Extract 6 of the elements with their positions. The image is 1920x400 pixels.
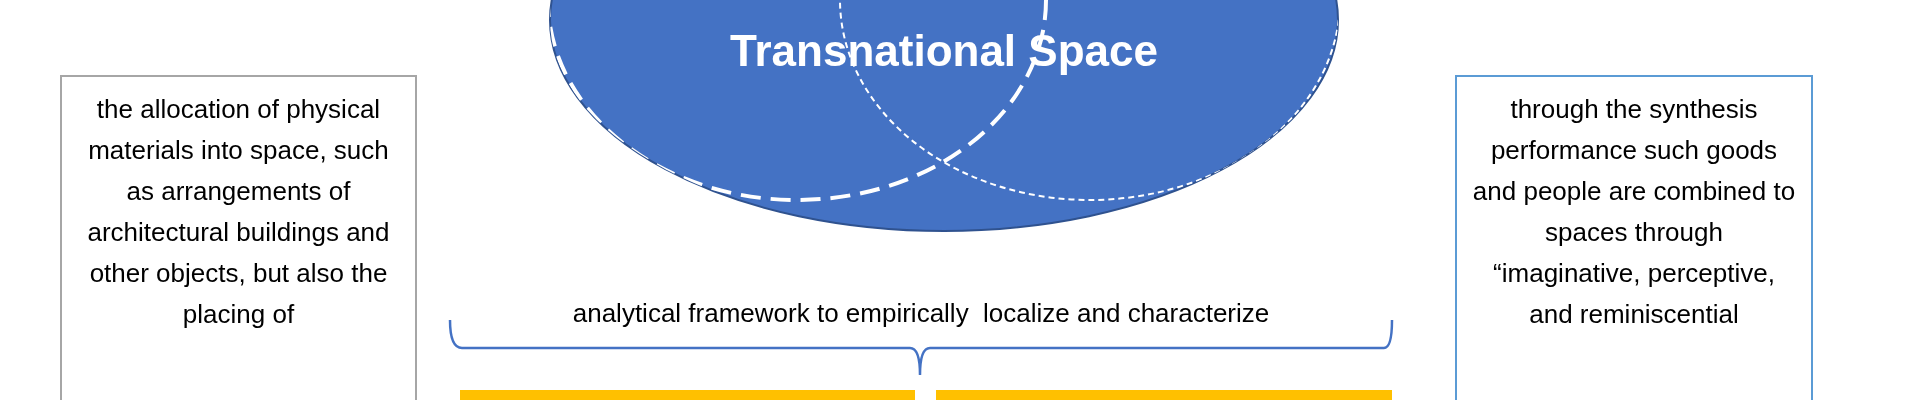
box-text: through the synthesis performance such goods and people are combined to spaces through “imaginative, perceptive, and reminiscential [1471,93,1797,331]
box-text: the allocation of physical materials into space, such as arrangements of architectural buildings and other objects, but also the placing of [86,93,391,331]
bracket-label: analytical framework to empirically localize and characterize [572,297,1270,330]
text-box [1455,75,1813,400]
text-box [60,75,417,400]
ellipse-title: Transnational Space [730,25,1158,77]
